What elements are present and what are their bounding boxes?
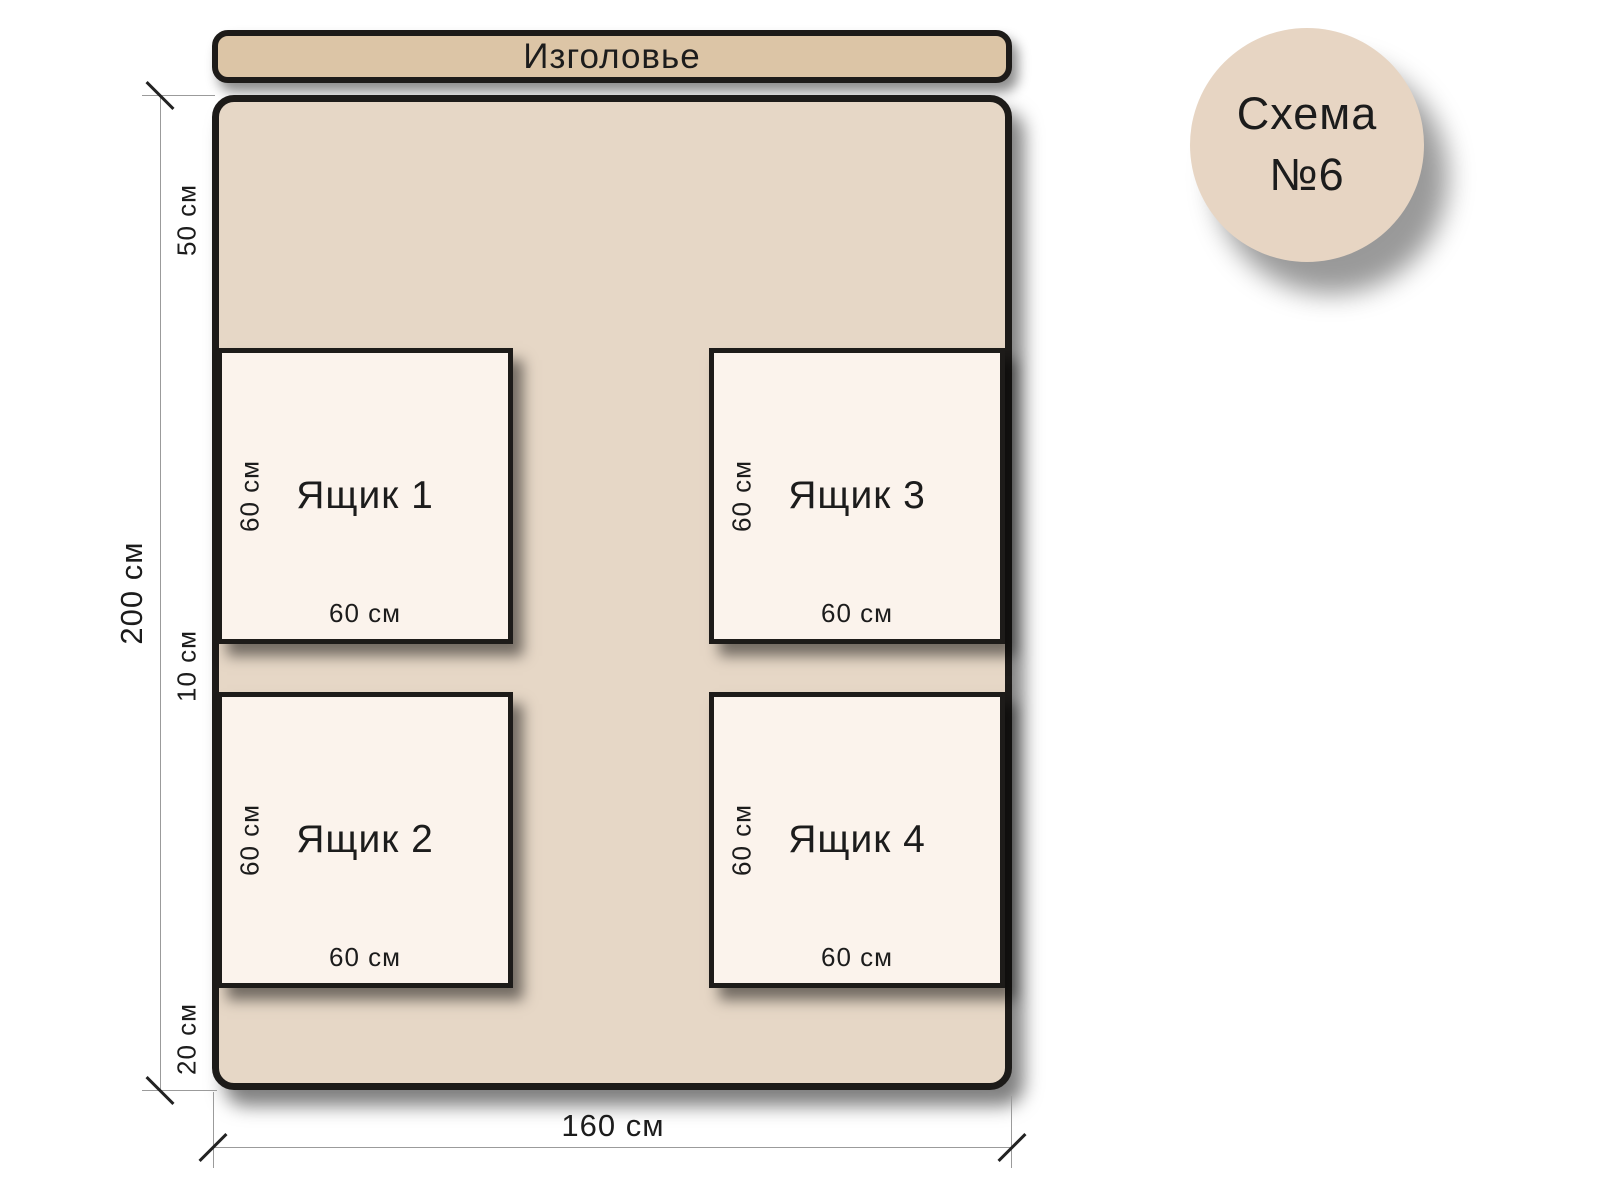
headboard: Изголовье bbox=[212, 30, 1012, 83]
drawer-2-width-label: 60 см bbox=[328, 942, 402, 972]
bed-width-label: 160 см bbox=[561, 1108, 665, 1143]
bottom-offset-label: 20 см bbox=[171, 1002, 202, 1076]
drawer-2: 60 см Ящик 2 60 см bbox=[217, 692, 513, 988]
drawer-3-name: Ящик 3 bbox=[788, 474, 926, 517]
top-offset-label: 50 см bbox=[171, 183, 202, 257]
drawer-3: 60 см Ящик 3 60 см bbox=[709, 348, 1005, 644]
headboard-label: Изголовье bbox=[523, 36, 701, 76]
extension-line-top bbox=[142, 95, 215, 96]
extension-line-left bbox=[213, 1092, 214, 1168]
extension-line-right bbox=[1011, 1096, 1012, 1168]
scheme-badge: Схема №6 bbox=[1190, 28, 1424, 262]
extension-line-bottom bbox=[142, 1090, 217, 1091]
drawer-1-width-label: 60 см bbox=[328, 598, 402, 628]
drawer-4-width-label: 60 см bbox=[820, 942, 894, 972]
dimension-line-height bbox=[160, 95, 161, 1091]
drawer-4-name: Ящик 4 bbox=[788, 818, 926, 861]
bed-height-label: 200 см bbox=[114, 541, 149, 645]
middle-gap-label: 10 см bbox=[171, 629, 202, 703]
drawer-1-name: Ящик 1 bbox=[296, 474, 434, 517]
scheme-badge-line2: №6 bbox=[1269, 149, 1345, 200]
drawer-1: 60 см Ящик 1 60 см bbox=[217, 348, 513, 644]
dimension-line-width bbox=[213, 1147, 1012, 1148]
drawer-2-name: Ящик 2 bbox=[296, 818, 434, 861]
drawer-4: 60 см Ящик 4 60 см bbox=[709, 692, 1005, 988]
scheme-badge-line1: Схема bbox=[1236, 88, 1378, 140]
drawer-3-width-label: 60 см bbox=[820, 598, 894, 628]
